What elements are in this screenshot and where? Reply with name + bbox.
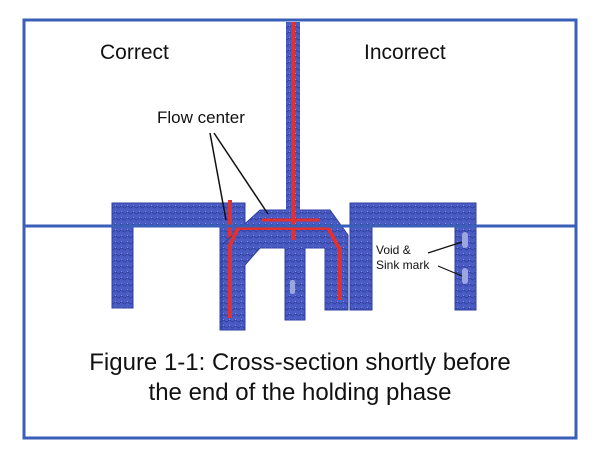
label-flow-center: Flow center <box>157 108 245 127</box>
void-mark-lower <box>462 268 468 284</box>
right-part-incorrect <box>349 202 477 311</box>
center-flow-left <box>228 226 293 318</box>
caption-line1: Figure 1-1: Cross-section shortly before <box>89 349 511 376</box>
figure-caption: Figure 1-1: Cross-section shortly before… <box>24 348 576 408</box>
center-part-body <box>221 209 349 331</box>
flow-leader-left <box>209 132 227 221</box>
void-leader-lower <box>437 265 463 277</box>
center-part <box>221 22 349 331</box>
label-void-sink-mark: Void & Sink mark <box>376 243 429 273</box>
label-correct: Correct <box>100 41 169 64</box>
void-leader-upper <box>427 241 463 254</box>
label-incorrect: Incorrect <box>364 41 446 64</box>
center-void <box>290 280 295 294</box>
caption-line2: the end of the holding phase <box>148 379 452 406</box>
void-mark-upper <box>462 232 468 248</box>
figure-frame <box>22 18 578 440</box>
center-flow-right <box>293 226 342 300</box>
void-label-line2: Sink mark <box>376 258 430 272</box>
void-label-line1: Void & <box>376 243 411 257</box>
flow-leader-right <box>213 132 269 215</box>
